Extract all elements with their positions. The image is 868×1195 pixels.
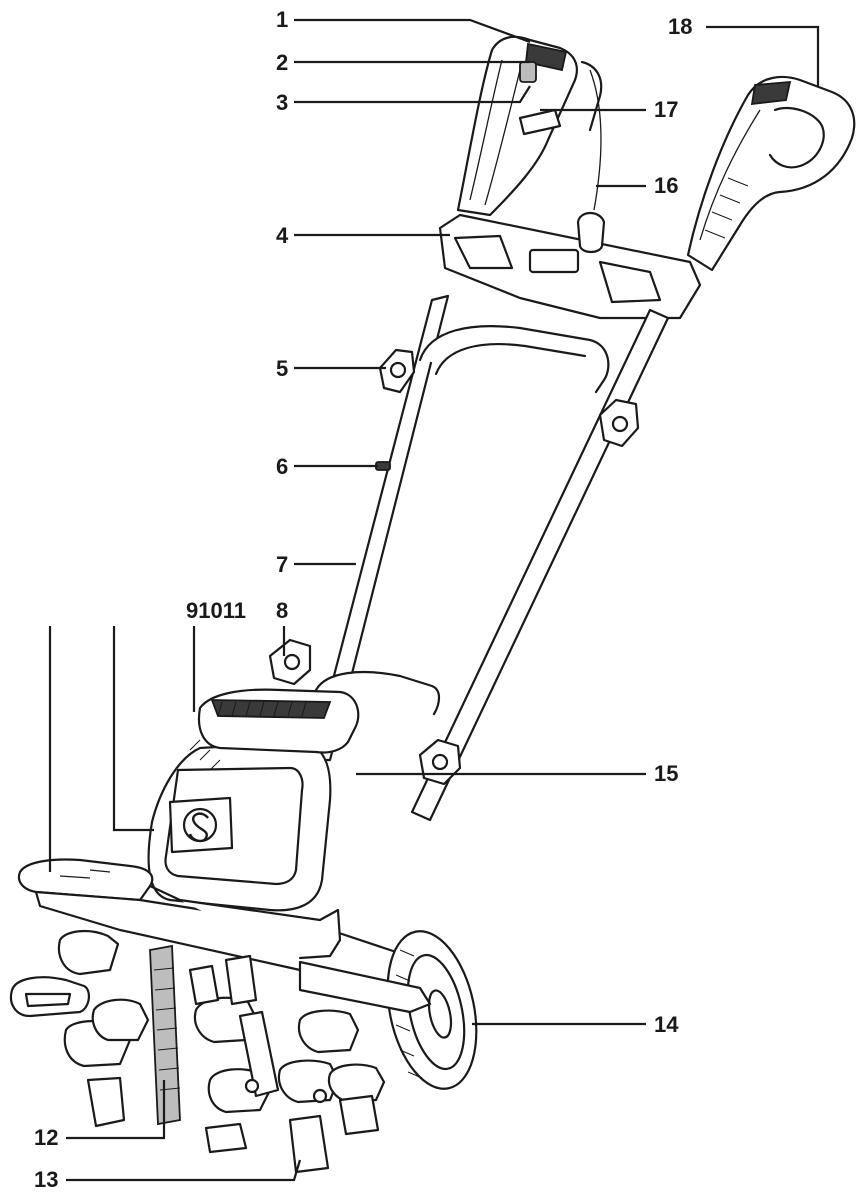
callout-model: 91011 [186, 598, 246, 712]
callout-6: 6 [276, 454, 378, 479]
model-label: 91011 [186, 598, 246, 623]
knob-lower-left [268, 638, 312, 686]
wheel [386, 930, 478, 1090]
callout-16: 16 [596, 173, 678, 198]
leader-unlabeled-housing [112, 626, 154, 832]
callout-label-3: 3 [276, 90, 288, 115]
callout-18: 18 [668, 14, 820, 86]
tiller-illustration [9, 35, 856, 1174]
knob-upper-left [378, 348, 416, 394]
callout-label-1: 1 [276, 7, 288, 32]
right-handle-grip [686, 75, 856, 272]
callout-17: 17 [540, 97, 678, 122]
callout-label-7: 7 [276, 552, 288, 577]
callout-4: 4 [276, 223, 450, 248]
callout-label-13: 13 [34, 1167, 58, 1192]
callout-label-6: 6 [276, 454, 288, 479]
callouts: 1 2 3 4 5 6 7 [34, 7, 820, 1192]
callout-label-14: 14 [654, 1012, 679, 1037]
carry-handle [189, 688, 360, 771]
callout-label-16: 16 [654, 173, 678, 198]
callout-3: 3 [276, 85, 531, 115]
callout-label-2: 2 [276, 50, 288, 75]
callout-label-18: 18 [668, 14, 692, 39]
cord-clip [375, 461, 391, 471]
axle-plate [298, 960, 432, 1014]
callout-2: 2 [276, 50, 530, 75]
callout-label-15: 15 [654, 761, 678, 786]
callout-label-4: 4 [276, 223, 289, 248]
left-handle-grip [456, 35, 603, 217]
callout-15: 15 [356, 761, 678, 786]
motor-housing [147, 740, 332, 912]
callout-label-17: 17 [654, 97, 678, 122]
callout-7: 7 [276, 552, 356, 577]
callout-13: 13 [34, 1159, 302, 1192]
knob-upper-right [598, 398, 640, 448]
callout-1: 1 [276, 7, 531, 44]
tines [9, 930, 386, 1174]
callout-label-5: 5 [276, 356, 288, 381]
callout-8: 8 [276, 598, 288, 656]
handle-frame [310, 294, 670, 822]
callout-12: 12 [34, 1080, 166, 1150]
power-cord [576, 69, 606, 254]
callout-14: 14 [472, 1012, 679, 1037]
knob-lower-right [418, 738, 462, 786]
callout-5: 5 [276, 356, 386, 381]
upper-handle-crossbar [438, 213, 702, 320]
callout-label-12: 12 [34, 1125, 58, 1150]
callout-label-8: 8 [276, 598, 288, 623]
